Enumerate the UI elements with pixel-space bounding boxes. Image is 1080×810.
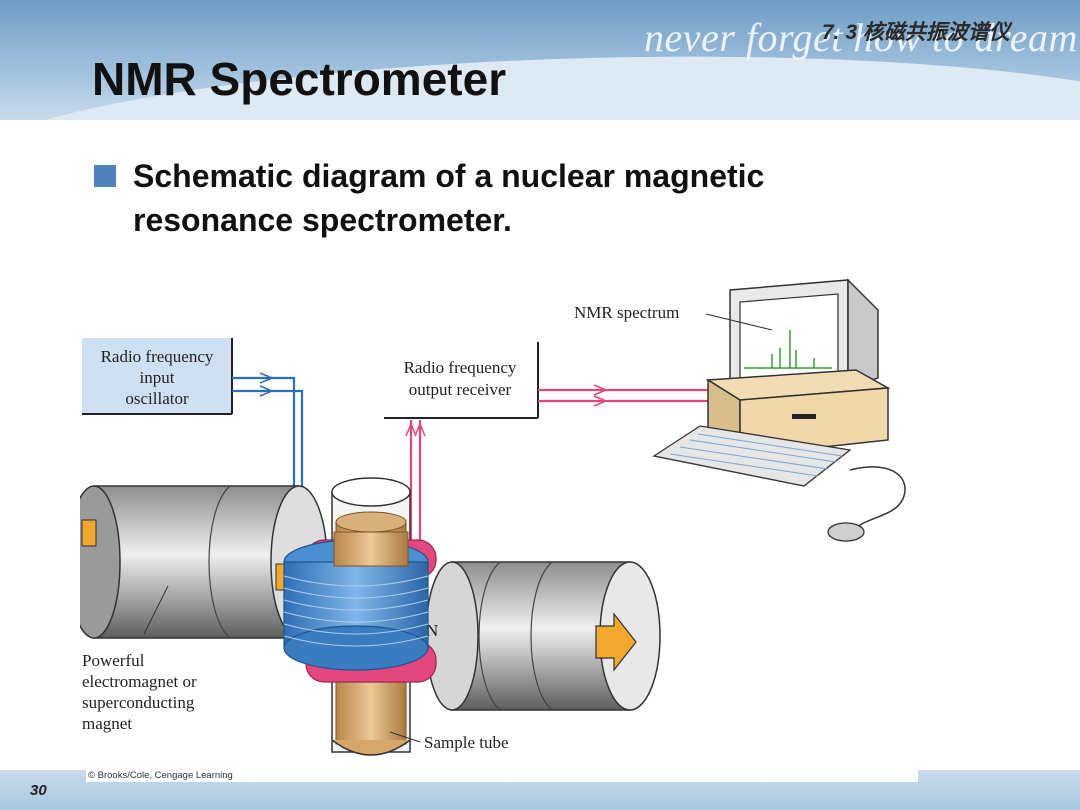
computer: NMR spectrum (574, 278, 906, 542)
pole-label: N (426, 621, 438, 640)
magnet-label-4: magnet (82, 714, 132, 733)
rf-output-box: Radio frequency output receiver (384, 342, 539, 419)
page-number: 30 (30, 782, 47, 799)
nmr-spectrum-label: NMR spectrum (574, 303, 679, 322)
rf-input-label-1: Radio frequency (101, 347, 214, 366)
right-magnet: N (425, 561, 661, 711)
section-label: 7. 3 核磁共振波谱仪 (822, 21, 1010, 44)
receiver-wires (405, 420, 426, 560)
magnet-label-2: electromagnet or (82, 672, 197, 691)
field-arrow-icon (595, 612, 637, 672)
sample-tube-label: Sample tube (424, 733, 509, 752)
computer-wires (538, 384, 708, 407)
left-magnet (80, 485, 328, 639)
rf-input-label-3: oscillator (125, 389, 189, 408)
bullet-line-1: Schematic diagram of a nuclear magnetic (133, 158, 765, 194)
header-banner: never forget how to dream 7. 3 核磁共振波谱仪 N… (0, 0, 1080, 120)
spectrum-lines (744, 330, 832, 369)
magnet-label-1: Powerful (82, 651, 145, 670)
rf-output-label-1: Radio frequency (404, 358, 517, 377)
sample-leader-line (389, 731, 421, 743)
image-credit: © Brooks/Cole, Cengage Learning (86, 770, 918, 782)
slide-title: NMR Spectrometer (92, 53, 507, 105)
magnet-label-3: superconducting (82, 693, 195, 712)
magnet-leader-line (143, 585, 169, 635)
magnet-coil (283, 531, 429, 671)
nmr-diagram: Radio frequency input oscillator Radio f… (80, 278, 906, 756)
bullet-line-2: resonance spectrometer. (133, 202, 512, 238)
bullet-text: Schematic diagram of a nuclear magnetic … (133, 154, 893, 242)
rf-output-label-2: output receiver (409, 380, 512, 399)
rf-input-box: Radio frequency input oscillator (82, 338, 233, 415)
header-motto: never forget how to dream (644, 15, 1078, 60)
bullet-square-icon (94, 165, 116, 187)
rf-input-label-2: input (140, 368, 175, 387)
